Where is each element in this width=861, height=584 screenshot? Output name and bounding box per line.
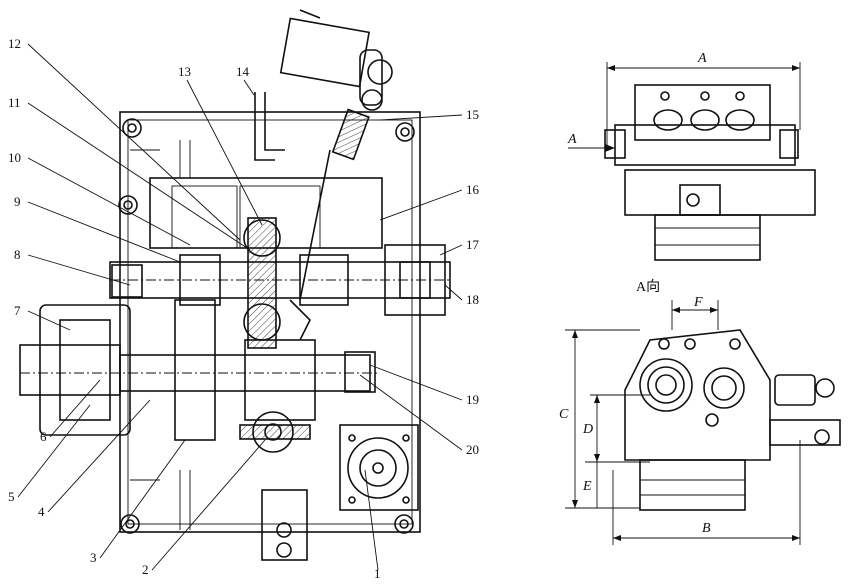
- main-section-view: [19, 9, 451, 561]
- view-caption: A向: [636, 279, 660, 295]
- callout-14: 14: [236, 64, 250, 79]
- worm-wheel: [243, 217, 311, 349]
- output-shaft: [19, 299, 380, 441]
- dimension-f: F: [693, 295, 703, 310]
- callout-18: 18: [466, 292, 479, 307]
- callout-12: 12: [8, 36, 21, 51]
- bottom-lug: [261, 489, 308, 561]
- dimension-a-top: A: [697, 51, 707, 66]
- callout-11: 11: [8, 95, 21, 110]
- corner-bolts: [118, 118, 415, 534]
- callout-5: 5: [8, 489, 15, 504]
- callout-2: 2: [142, 562, 149, 577]
- callout-4: 4: [38, 504, 45, 519]
- callout-9: 9: [14, 194, 21, 209]
- callout-20: 20: [466, 442, 479, 457]
- small-gear: [239, 411, 311, 453]
- side-view-a: A向 F C: [559, 279, 841, 545]
- callout-6: 6: [40, 429, 47, 444]
- callout-8: 8: [14, 247, 21, 262]
- callout-10: 10: [8, 150, 21, 165]
- callout-labels: 12 11 10 9 8 7 6 5 4 3 2 1 13 14 15 16 1…: [8, 36, 480, 581]
- view-arrow-a: A: [567, 132, 577, 147]
- dimension-b: B: [702, 521, 711, 536]
- housing-plate: [119, 111, 421, 533]
- leader-lines: [17, 43, 463, 571]
- dimension-e: E: [582, 479, 592, 494]
- top-switch: [254, 9, 393, 301]
- callout-1: 1: [374, 566, 381, 581]
- callout-17: 17: [466, 237, 480, 252]
- dimension-c: C: [559, 407, 569, 422]
- callout-19: 19: [466, 392, 479, 407]
- main-shaft: [109, 244, 451, 316]
- callout-15: 15: [466, 107, 479, 122]
- callout-16: 16: [466, 182, 480, 197]
- dimension-d: D: [582, 422, 593, 437]
- callout-7: 7: [14, 303, 21, 318]
- top-view: A A: [567, 51, 816, 261]
- motor-flange: [339, 424, 419, 511]
- callout-3: 3: [90, 550, 97, 565]
- callout-13: 13: [178, 64, 191, 79]
